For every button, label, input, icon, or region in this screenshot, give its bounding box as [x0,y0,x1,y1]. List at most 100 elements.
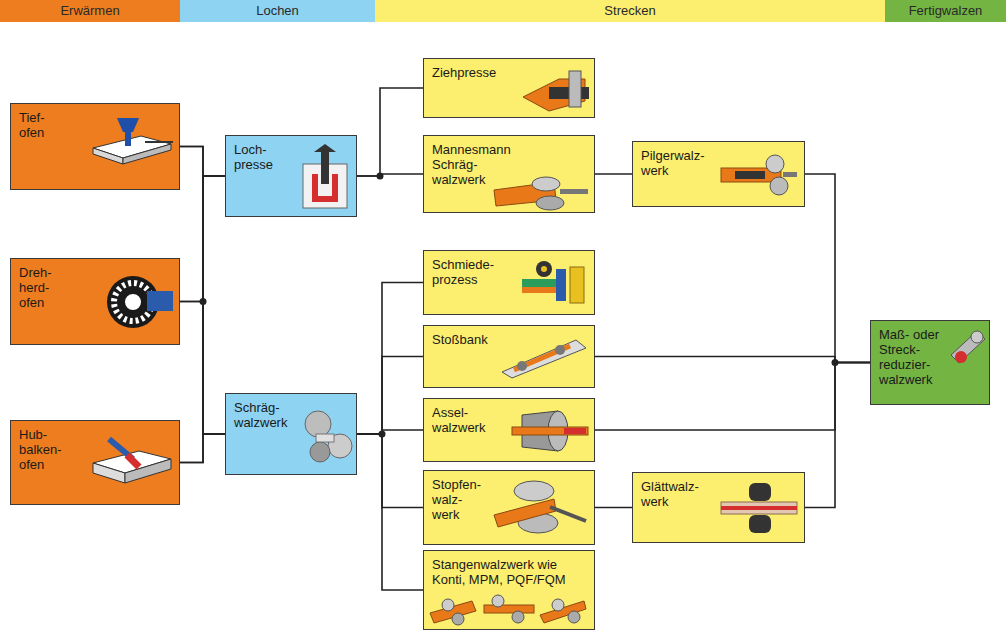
illustration-part [125,132,131,146]
junction-dot [200,298,207,305]
phase-band: Strecken [375,0,885,22]
illustration-part [721,506,797,510]
process-box: Assel- walzwerk [423,398,595,462]
process-label: Stopfen- walz- werk [432,477,487,522]
flow-connector [357,283,423,435]
illustration-part [117,118,139,132]
illustration-part [721,502,797,514]
machine-illustration [494,477,590,537]
illustration-part [532,177,560,191]
process-box: Stoßbank [423,325,595,388]
illustration-part [114,283,152,321]
illustration-part [514,481,554,501]
illustration-part [560,189,588,194]
process-box: Glättwalz- werk [632,472,805,543]
process-box: Stangenwalzwerk wie Konti, MPM, PQF/FQM [423,550,595,630]
illustration-part [569,71,581,107]
illustration-part [951,331,985,363]
flow-connector [357,174,423,176]
process-box: Stopfen- walz- werk [423,470,595,545]
process-label: Mannesmann Schräg- walzwerk [432,142,517,187]
junction-dot [379,431,386,438]
junction-dot [377,173,384,180]
machine-illustration [500,334,590,380]
illustration-part [512,611,524,623]
illustration-part [555,345,565,355]
flow-connector [357,357,423,435]
machine-illustration [300,144,350,210]
process-box: Dreh- herd- ofen [10,258,180,345]
process-label: Stangenwalzwerk wie Konti, MPM, PQF/FQM [432,557,572,587]
illustration-part [570,267,584,303]
machine-illustration [510,407,590,455]
flow-connector [357,434,423,590]
process-box: Schmiede- prozess [423,250,595,315]
machine-illustration [719,481,799,535]
illustration-part [123,144,171,164]
flow-connector [595,363,870,431]
illustration-part [766,155,784,173]
illustration-part [145,141,173,143]
flow-connector [805,363,870,508]
flow-connector [595,507,632,509]
process-box: Pilgerwalz- werk [632,141,805,207]
flow-connector [595,357,870,363]
illustration-part [310,442,330,462]
illustration-part [536,196,564,210]
flow-connector [805,174,870,363]
illustration-part [783,172,797,177]
machine-illustration [719,154,799,196]
process-label: Glättwalz- werk [641,479,716,509]
illustration-part [452,613,464,625]
machine-illustration [302,406,354,466]
process-label: Hub- balken- ofen [19,427,69,472]
machine-illustration [520,259,588,305]
illustration-part [564,428,586,434]
process-label: Schmiede- prozess [432,257,502,287]
machine-illustration [89,433,175,488]
machine-illustration [428,591,592,627]
illustration-part [314,144,336,152]
phase-label: Lochen [180,0,375,22]
illustration-part [568,611,580,623]
illustration-part [124,293,142,311]
flow-connector [357,88,423,176]
illustration-part [305,411,331,437]
illustration-part [442,599,454,611]
process-box: Loch- presse [225,135,357,217]
machine-illustration [519,67,591,111]
illustration-part [955,351,967,363]
illustration-part [536,261,552,277]
flow-connector [357,434,423,508]
phase-band: Fertigwalzen [885,0,1006,22]
machine-illustration [949,325,989,367]
phase-band: Lochen [180,0,375,22]
machine-illustration [103,273,177,333]
illustration-part [749,483,771,501]
phase-label: Erwärmen [0,0,180,22]
flow-connector [595,173,632,175]
illustration-part [316,434,334,442]
illustration-part [484,605,534,613]
phase-label: Fertigwalzen [885,0,1006,22]
illustration-part [127,455,139,467]
process-label: Assel- walzwerk [432,405,502,435]
phase-label: Strecken [375,0,885,22]
process-label: Ziehpresse [432,65,512,80]
process-label: Maß- oder Streck- reduzier- walzwerk [879,327,945,387]
process-label: Pilgerwalz- werk [641,148,716,178]
illustration-part [321,150,329,184]
process-box: Hub- balken- ofen [10,420,180,505]
illustration-part [93,463,125,483]
process-label: Tief- ofen [19,110,61,140]
illustration-part [556,269,566,301]
process-box: Schräg- walzwerk [225,393,357,475]
illustration-part [770,177,788,195]
illustration-part [502,340,586,378]
illustration-part [147,291,173,311]
process-box: Mannesmann Schräg- walzwerk [423,135,595,213]
illustration-part [550,507,586,521]
illustration-part [517,361,527,371]
process-box: Maß- oder Streck- reduzier- walzwerk [870,320,990,405]
